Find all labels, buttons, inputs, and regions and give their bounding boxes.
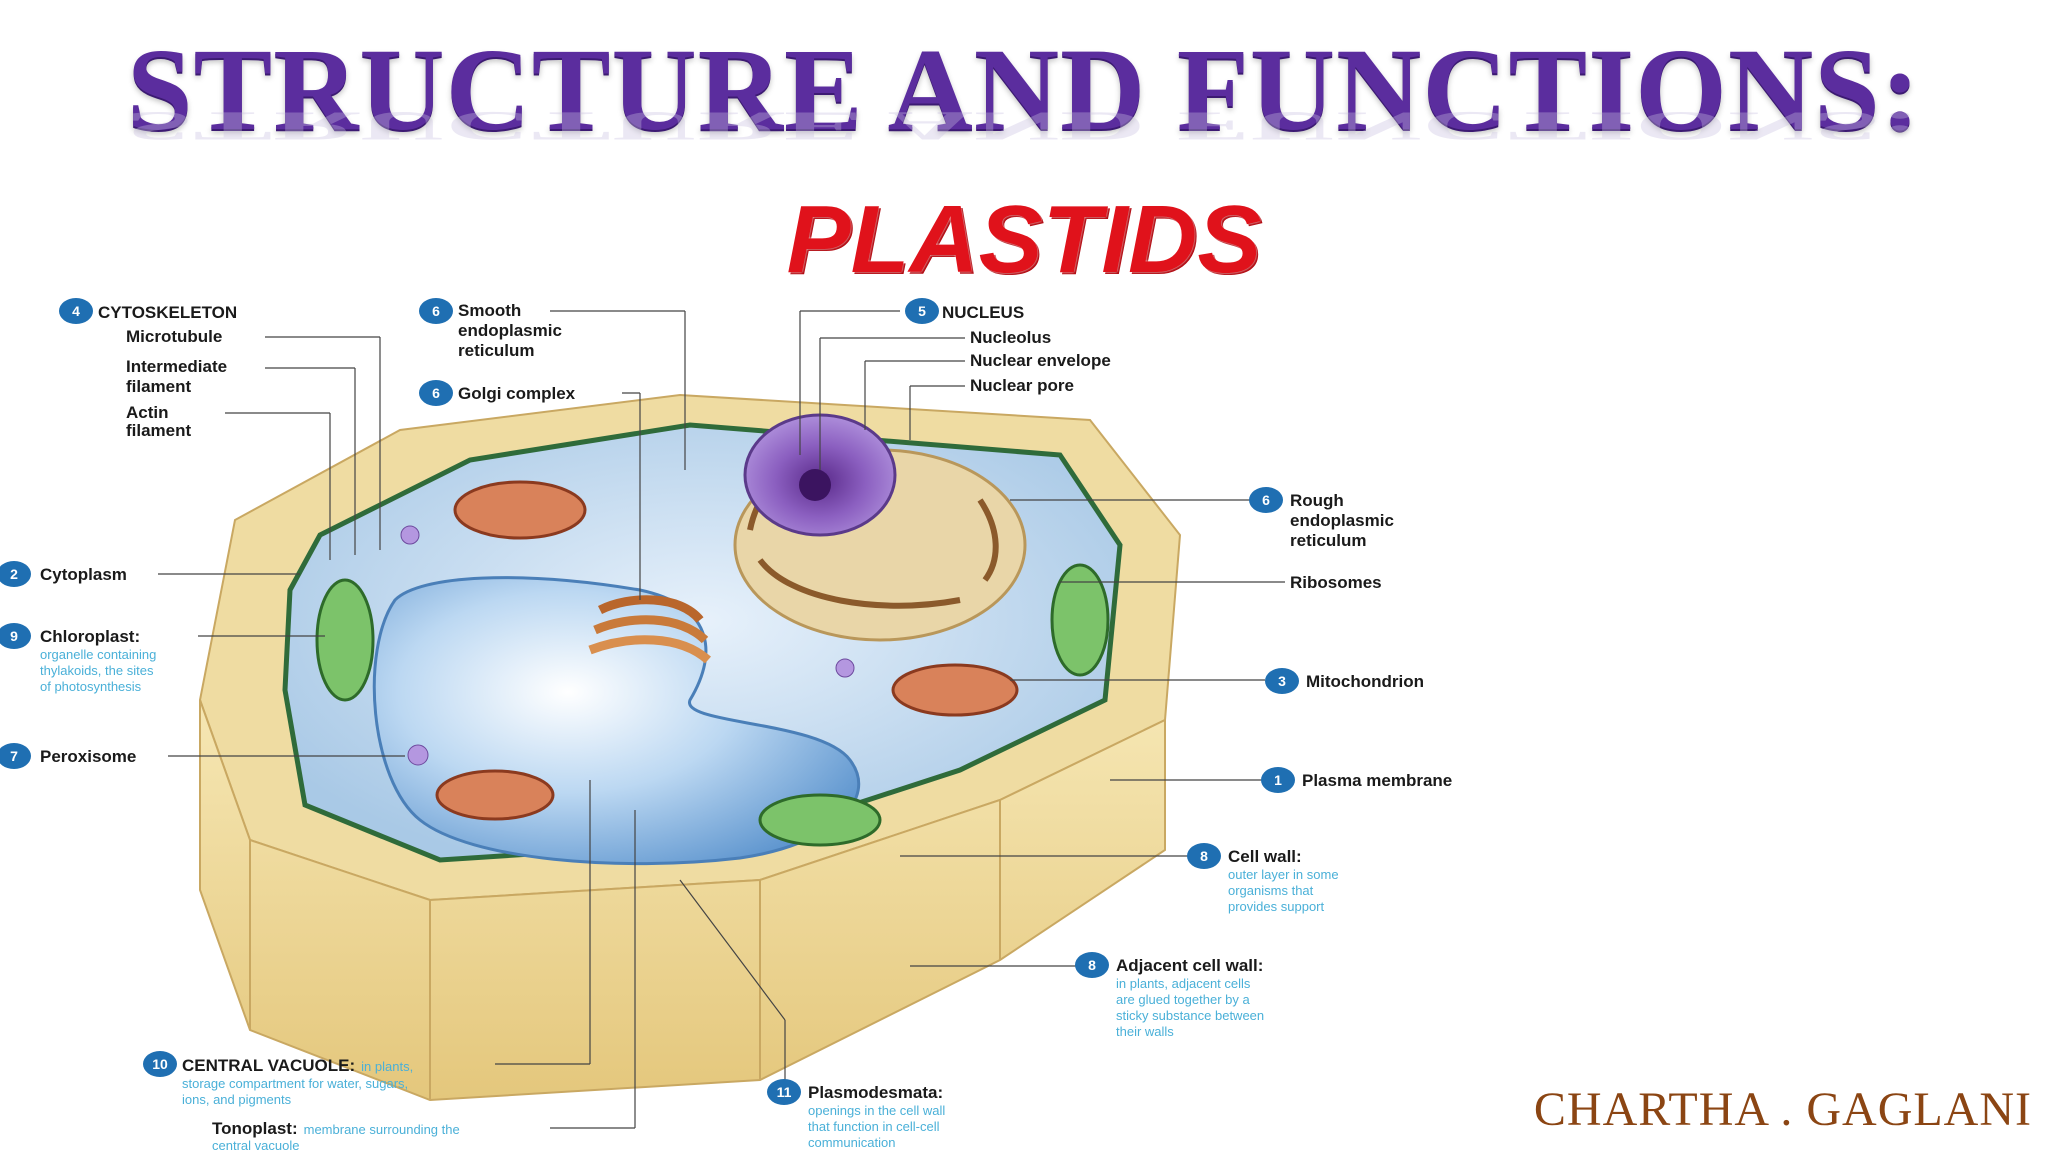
label-nuclear-pore: Nuclear pore (970, 376, 1074, 395)
label-mitochondrion: Mitochondrion (1306, 672, 1424, 691)
desc-chloroplast-1: organelle containing (40, 647, 156, 662)
label-golgi: Golgi complex (458, 384, 576, 403)
desc-plasmodesmata-1: openings in the cell wall (808, 1103, 945, 1118)
label-tonoplast: Tonoplast: (212, 1119, 298, 1138)
golgi-shape (588, 595, 711, 664)
badge-cell-wall: 8 (1200, 848, 1208, 864)
desc-central-vacuole-1: storage compartment for water, sugars, (182, 1076, 408, 1091)
desc-plasmodesmata-3: communication (808, 1135, 895, 1150)
badge-adjacent-wall: 8 (1088, 957, 1096, 973)
label-microtubule: Microtubule (126, 327, 222, 346)
badge-cytoplasm: 2 (10, 566, 18, 582)
badge-nucleus: 5 (918, 303, 926, 319)
desc-chloroplast-2: thylakoids, the sites (40, 663, 154, 678)
badge-peroxisome: 7 (10, 748, 18, 764)
nucleus-shape (733, 413, 1027, 642)
peroxisome-shapes (400, 525, 855, 766)
badge-plasmodesmata: 11 (777, 1084, 792, 1100)
badge-cytoskeleton: 4 (72, 303, 80, 319)
desc-adjacent-wall-3: sticky substance between (1116, 1008, 1264, 1023)
author-credit: CHARTHA . GAGLANI (1533, 1083, 2032, 1136)
label-rough-er-1: Rough (1290, 491, 1344, 510)
desc-adjacent-wall-1: in plants, adjacent cells (1116, 976, 1251, 991)
label-smooth-er-1: Smooth (458, 301, 521, 320)
desc-tonoplast-0: membrane surrounding the (304, 1122, 460, 1137)
label-plasma-membrane: Plasma membrane (1302, 771, 1452, 790)
label-peroxisome: Peroxisome (40, 747, 136, 766)
label-actin-1: Actin (126, 403, 169, 422)
label-plasmodesmata: Plasmodesmata: (808, 1083, 943, 1102)
desc-central-vacuole-0: in plants, (361, 1059, 413, 1074)
label-nucleolus: Nucleolus (970, 328, 1051, 347)
page-subtitle: PLASTIDS (786, 186, 1262, 293)
badge-smooth-er: 6 (432, 303, 440, 319)
badge-golgi: 6 (432, 385, 440, 401)
labels: CYTOSKELETON Microtubule Intermediate fi… (40, 301, 1452, 1152)
label-central-vacuole-line: CENTRAL VACUOLE: in plants, (182, 1056, 413, 1075)
badge-plasma-membrane: 1 (1274, 772, 1282, 788)
label-cell-wall: Cell wall: (1228, 847, 1302, 866)
desc-cell-wall-3: provides support (1228, 899, 1324, 914)
desc-cell-wall-1: outer layer in some (1228, 867, 1339, 882)
label-cytoplasm: Cytoplasm (40, 565, 127, 584)
label-intermediate-2: filament (126, 377, 192, 396)
chloroplast-shapes (315, 563, 1110, 847)
label-actin-2: filament (126, 421, 192, 440)
desc-adjacent-wall-2: are glued together by a (1116, 992, 1250, 1007)
badge-mitochondrion: 3 (1278, 673, 1286, 689)
label-cytoskeleton: CYTOSKELETON (98, 303, 237, 322)
label-smooth-er-3: reticulum (458, 341, 535, 360)
label-intermediate-1: Intermediate (126, 357, 227, 376)
label-smooth-er-2: endoplasmic (458, 321, 562, 340)
label-tonoplast-line: Tonoplast: membrane surrounding the (212, 1119, 460, 1138)
leader-lines (158, 310, 1285, 1129)
label-ribosomes: Ribosomes (1290, 573, 1382, 592)
desc-chloroplast-3: of photosynthesis (40, 679, 142, 694)
desc-tonoplast-1: central vacuole (212, 1138, 299, 1152)
label-nucleus: NUCLEUS (942, 303, 1024, 322)
label-rough-er-2: endoplasmic (1290, 511, 1394, 530)
badge-central-vacuole: 10 (152, 1056, 168, 1072)
badge-rough-er: 6 (1262, 492, 1270, 508)
label-rough-er-3: reticulum (1290, 531, 1367, 550)
badge-chloroplast: 9 (10, 628, 18, 644)
label-chloroplast: Chloroplast: (40, 627, 140, 646)
page-title: STRUCTURE AND FUNCTIONS: (126, 24, 1922, 155)
desc-central-vacuole-2: ions, and pigments (182, 1092, 292, 1107)
label-nuclear-envelope: Nuclear envelope (970, 351, 1111, 370)
badge-numbers: 4 6 6 5 6 3 1 8 8 11 10 2 9 7 (10, 303, 1286, 1100)
desc-plasmodesmata-2: that function in cell-cell (808, 1119, 940, 1134)
desc-cell-wall-2: organisms that (1228, 883, 1314, 898)
label-central-vacuole: CENTRAL VACUOLE: (182, 1056, 355, 1075)
number-badges (0, 298, 1299, 1105)
desc-adjacent-wall-4: their walls (1116, 1024, 1174, 1039)
mitochondria-shapes (435, 480, 1019, 821)
label-adjacent-wall: Adjacent cell wall: (1116, 956, 1263, 975)
